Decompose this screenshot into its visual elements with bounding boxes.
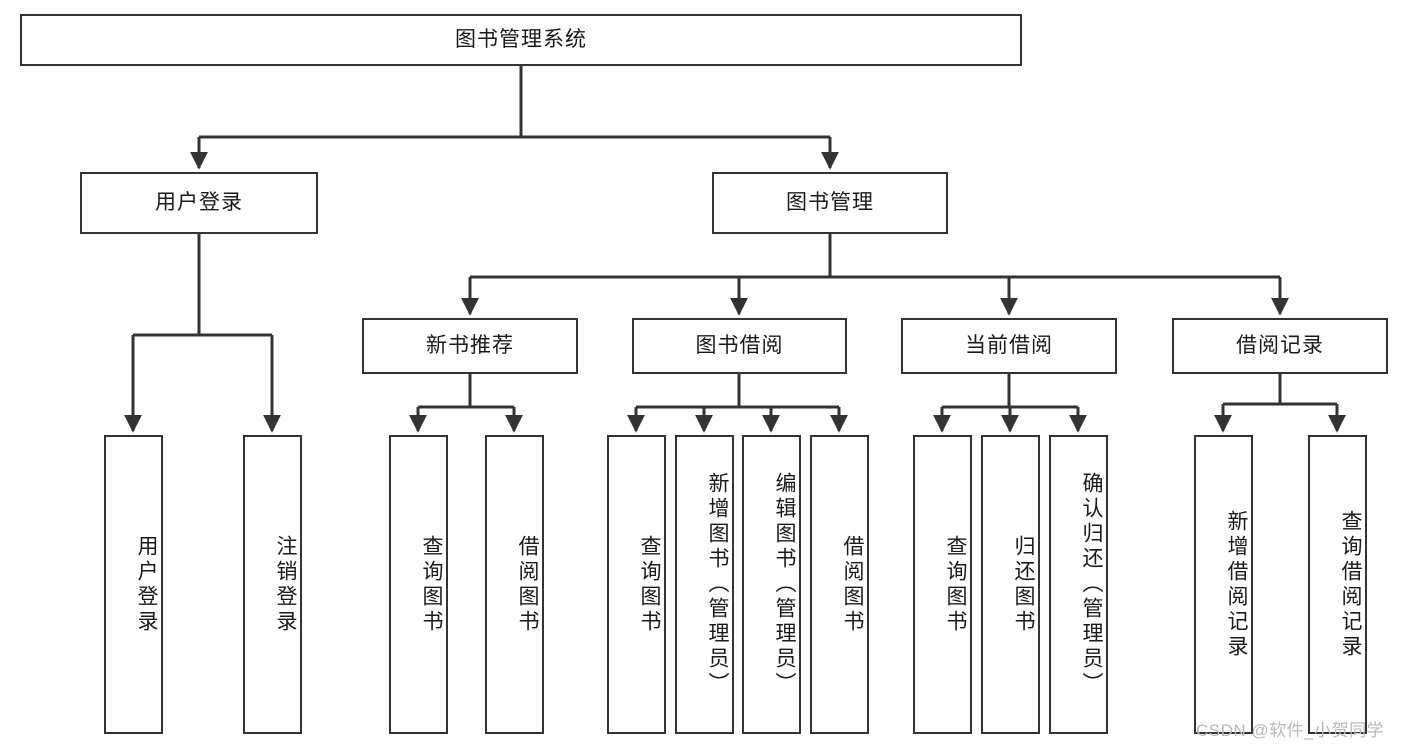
leaf-return-book[interactable]: 归还图书 bbox=[981, 435, 1040, 734]
node-borrow-records[interactable]: 借阅记录 bbox=[1172, 318, 1388, 374]
leaf-query-book-borrow[interactable]: 查询图书 bbox=[607, 435, 666, 734]
node-book-borrow[interactable]: 图书借阅 bbox=[632, 318, 847, 374]
leaf-user-login[interactable]: 用户登录 bbox=[104, 435, 163, 734]
leaf-edit-book-admin[interactable]: 编辑图书（管理员） bbox=[742, 435, 801, 734]
leaf-borrow-book-recommend[interactable]: 借阅图书 bbox=[485, 435, 544, 734]
leaf-query-book-current[interactable]: 查询图书 bbox=[913, 435, 972, 734]
leaf-query-borrow-record[interactable]: 查询借阅记录 bbox=[1308, 435, 1367, 734]
leaf-add-book-admin[interactable]: 新增图书（管理员） bbox=[675, 435, 734, 734]
node-root[interactable]: 图书管理系统 bbox=[20, 14, 1022, 66]
node-new-book-recommend[interactable]: 新书推荐 bbox=[362, 318, 578, 374]
node-current-borrow[interactable]: 当前借阅 bbox=[901, 318, 1117, 374]
csdn-watermark: CSDN @软件_小贺同学 bbox=[1196, 721, 1385, 740]
node-book-management[interactable]: 图书管理 bbox=[712, 172, 948, 234]
leaf-confirm-return-admin[interactable]: 确认归还（管理员） bbox=[1049, 435, 1108, 734]
node-user-login[interactable]: 用户登录 bbox=[80, 172, 318, 234]
leaf-logout[interactable]: 注销登录 bbox=[243, 435, 302, 734]
leaf-query-book-recommend[interactable]: 查询图书 bbox=[389, 435, 448, 734]
leaf-add-borrow-record[interactable]: 新增借阅记录 bbox=[1194, 435, 1253, 734]
leaf-borrow-book[interactable]: 借阅图书 bbox=[810, 435, 869, 734]
